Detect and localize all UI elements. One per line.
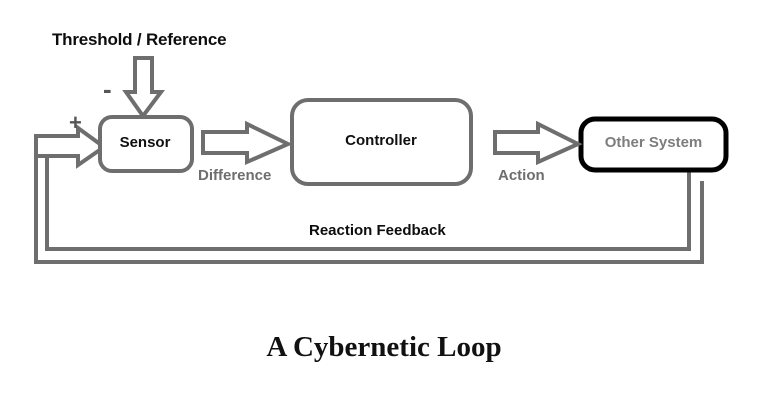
difference-arrow bbox=[201, 120, 293, 166]
inner-feedback-path bbox=[45, 152, 691, 251]
controller-box bbox=[290, 98, 473, 186]
minus-sign-label: - bbox=[103, 74, 112, 104]
reaction-feedback-label: Reaction Feedback bbox=[309, 222, 446, 239]
action-arrow bbox=[493, 120, 583, 166]
controller-node-label: Controller bbox=[345, 132, 417, 149]
plus-sign-label: + bbox=[69, 110, 82, 135]
diagram-title: A Cybernetic Loop bbox=[266, 331, 502, 363]
difference-edge-label: Difference bbox=[198, 167, 272, 184]
sensor-node-label: Sensor bbox=[119, 134, 171, 151]
sensor-box bbox=[98, 115, 194, 173]
action-edge-label: Action bbox=[498, 167, 545, 184]
outer-feedback-path bbox=[34, 143, 704, 264]
threshold-reference-label: Threshold / Reference bbox=[52, 30, 227, 49]
other-system-node-label: Other System bbox=[604, 134, 703, 151]
feedback-arrow-into-sensor bbox=[34, 124, 108, 169]
threshold-down-arrow bbox=[122, 56, 165, 120]
